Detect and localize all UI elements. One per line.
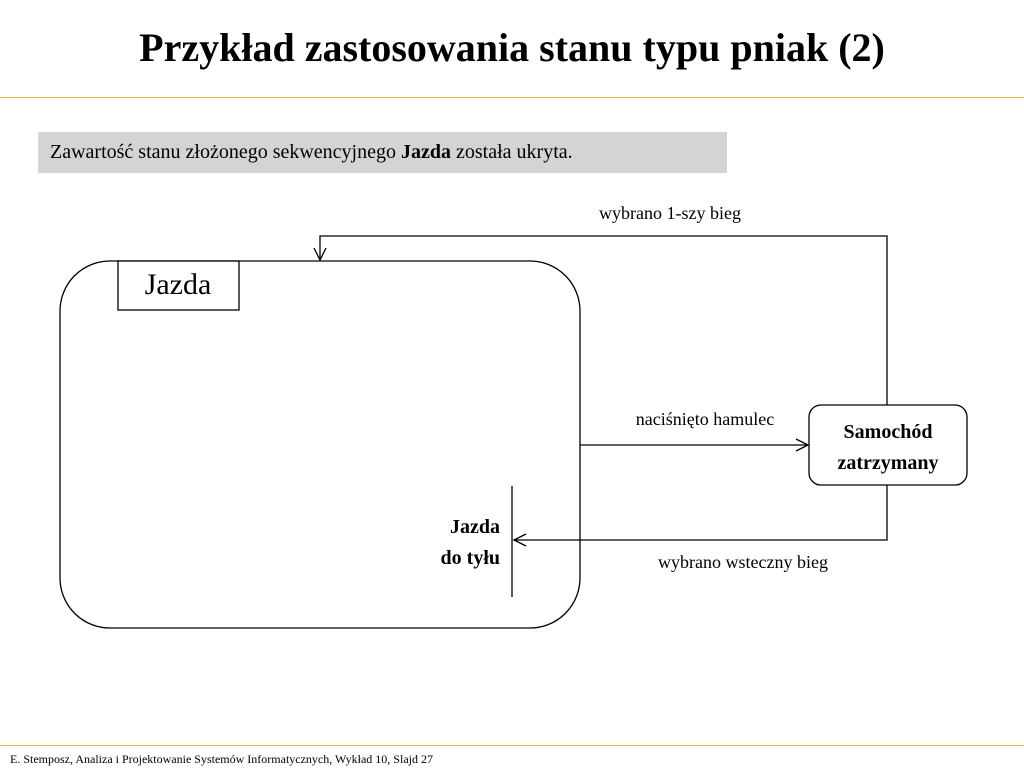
transition-first-gear-label: wybrano 1-szy bieg: [599, 203, 741, 223]
footer-text: E. Stemposz, Analiza i Projektowanie Sys…: [10, 752, 433, 766]
info-note: Zawartość stanu złożonego sekwencyjnego …: [38, 132, 727, 173]
note-text-bold: Jazda: [401, 141, 451, 163]
stub-state-label-line2: do tyłu: [441, 547, 500, 569]
transition-reverse-label: wybrano wsteczny bieg: [658, 552, 828, 572]
transition-brake-arrowhead: [795, 438, 810, 452]
title-divider: [0, 97, 1024, 98]
transition-reverse: [514, 485, 888, 541]
footer-divider: [0, 745, 1024, 746]
composite-state-name-box: [117, 260, 240, 311]
slide-title: Przykład zastosowania stanu typu pniak (…: [139, 25, 885, 70]
transition-reverse-arrowhead: [512, 533, 527, 547]
note-text-start: Zawartość stanu złożonego sekwencyjnego: [50, 141, 401, 163]
transition-first-gear: [319, 235, 888, 405]
note-text-end: została ukryta.: [451, 141, 573, 163]
state-samochod-label-line1: Samochód: [844, 421, 933, 443]
stub-state-label-line1: Jazda: [450, 516, 500, 538]
composite-state-jazda: [59, 260, 581, 629]
transition-first-gear-arrowhead: [313, 247, 327, 262]
composite-state-name: Jazda: [145, 268, 212, 301]
state-samochod-label-line2: zatrzymany: [837, 452, 938, 474]
transition-brake-label: naciśnięto hamulec: [636, 409, 774, 429]
